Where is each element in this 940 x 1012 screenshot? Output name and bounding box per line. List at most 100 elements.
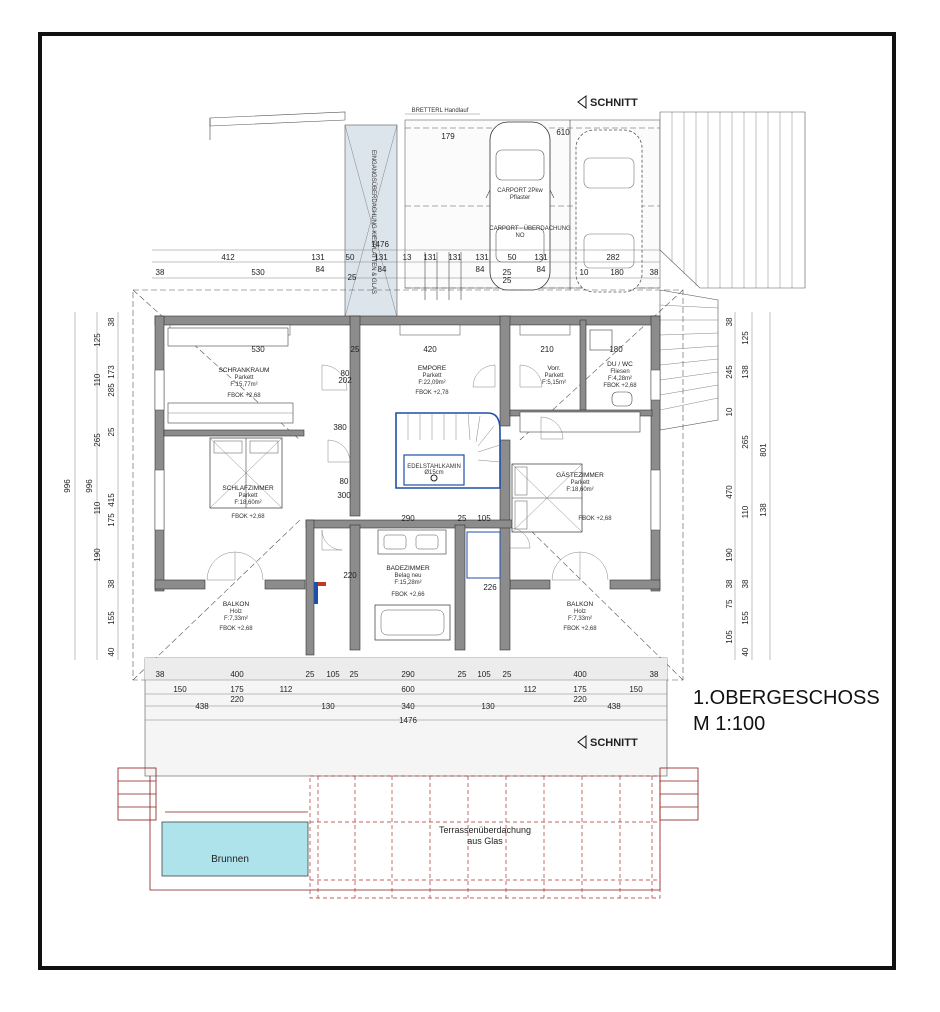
dim-top-5: 13 — [403, 253, 412, 262]
dim-top-r2-8: 10 — [580, 268, 589, 277]
dim-right-b1: 138 — [741, 365, 750, 379]
carport-area: CARPORT 2Pkw Pflaster CARPORT - ÜBERDACH… — [404, 95, 661, 293]
dim-right-a5: 265 — [741, 435, 750, 449]
dim-left-b5: 175 — [107, 513, 116, 527]
dim-bot-r1-1: 38 — [156, 670, 165, 679]
dim-top-r2-10: 38 — [650, 268, 659, 277]
dimensions-inner: 530 420 210 180 290 25 105 380 80 300 80… — [251, 345, 623, 592]
section-marker-bottom: SCHNITT — [577, 735, 638, 749]
door-swings — [206, 364, 609, 581]
room-schlafzimmer-floor: Parkett — [238, 493, 257, 499]
dim-inner-empore: 420 — [423, 345, 437, 354]
bed-icon — [209, 437, 283, 509]
carport-roof-note: NO — [516, 233, 525, 239]
room-bad-area: F:15,28m² — [394, 580, 421, 586]
room-vorr-floor: Parkett — [544, 373, 563, 379]
dim-inner-door-d: 220 — [343, 571, 357, 580]
dim-inner-bad: 290 — [401, 514, 415, 523]
dim-top-r2-7: 84 — [537, 265, 546, 274]
room-bad-name: BADEZIMMER — [386, 565, 430, 572]
fountain — [161, 821, 309, 877]
dim-top-1: 412 — [221, 253, 235, 262]
bath-fixtures — [314, 329, 633, 641]
dim-right-a1: 38 — [725, 317, 734, 326]
room-gaestezimmer-floor: Parkett — [570, 480, 589, 486]
roof-edge — [209, 111, 346, 127]
dim-carport-1: 179 — [441, 132, 455, 141]
staircase: EDELSTAHLKAMIN Ø15cm — [395, 412, 501, 489]
carport-label: CARPORT 2Pkw — [497, 188, 543, 194]
room-vorr-area: F:5,15m² — [542, 380, 566, 386]
dim-right-a11: 155 — [741, 611, 750, 625]
dim-bot-r2-3: 112 — [280, 685, 293, 694]
canopy-label: EINGANGSÜBERDACHUNG KIESPLATTEN & GLAS — [370, 150, 377, 294]
carport-floor: Pflaster — [510, 195, 530, 201]
dim-top-6: 131 — [423, 253, 437, 262]
dim-top-10: 131 — [534, 253, 548, 262]
dim-left-b3: 25 — [107, 427, 116, 436]
dim-right-a13: 40 — [741, 647, 750, 656]
dim-bot-r2-1: 150 — [173, 685, 187, 694]
dim-inner-bad-b: 105 — [477, 514, 491, 523]
dim-carport-2: 610 — [556, 128, 570, 137]
dim-top-4: 131 — [374, 253, 388, 262]
dim-left-a3: 110 — [93, 373, 102, 386]
dim-right-a8: 190 — [725, 548, 734, 562]
dim-inner-corr-h: 380 — [333, 423, 347, 432]
room-empore-floor: Parkett — [422, 373, 441, 379]
dim-bot-r4-1: 438 — [195, 702, 209, 711]
dim-top-r2-1: 38 — [156, 268, 165, 277]
dim-left-b2: 285 — [107, 383, 116, 397]
dim-bot-r1-4: 105 — [326, 670, 340, 679]
dim-top-r2-2: 530 — [251, 268, 265, 277]
dim-left-a6: 190 — [93, 548, 102, 562]
bed-icon — [511, 463, 583, 533]
room-empore-name: EMPORE — [418, 365, 447, 372]
dim-left-a1: 38 — [107, 317, 116, 326]
dim-bot-r1-3: 25 — [306, 670, 315, 679]
room-bad-floor: Belag neu — [394, 573, 421, 579]
room-schlafzimmer-name: SCHLAFZIMMER — [222, 485, 274, 492]
dimensions-left: 996 996 38 125 110 265 110 190 38 155 40… — [63, 312, 119, 660]
dim-left-b4: 415 — [107, 493, 116, 507]
dim-right-a3: 245 — [725, 365, 734, 379]
dim-left-b1: 173 — [107, 365, 116, 379]
dimensions-right: 801 38 125 245 10 265 470 110 190 38 75 … — [725, 312, 771, 660]
dim-bot-r3-1: 220 — [230, 695, 244, 704]
dim-top-r2-9: 180 — [610, 268, 624, 277]
dim-right-a12: 105 — [725, 630, 734, 644]
dim-top-r2-3: 84 — [316, 265, 325, 274]
dim-bot-r4-4: 130 — [481, 702, 495, 711]
stair-deck-right — [659, 111, 806, 431]
walls — [154, 315, 661, 656]
room-duwc-name: DU / WC — [607, 361, 633, 368]
room-balkon-right-height: FBOK +2,68 — [563, 626, 597, 632]
room-gaestezimmer-area: F:18,60m² — [566, 487, 593, 493]
carport-roof-label: CARPORT - ÜBERDACHUNG — [489, 225, 571, 232]
dim-inner-du: 180 — [609, 345, 623, 354]
dim-right-b2: 138 — [759, 503, 768, 517]
dim-right-a9: 38 — [725, 579, 734, 588]
dim-bot-r1-9: 25 — [503, 670, 512, 679]
entrance-canopy: EINGANGSÜBERDACHUNG KIESPLATTEN & GLAS — [344, 124, 398, 318]
dim-bot-r1-2: 400 — [230, 670, 244, 679]
lower-terrace: Brunnen Terrassenüberdachung aus Glas — [117, 767, 699, 899]
room-schlafzimmer-area: F:18,60m² — [234, 500, 261, 506]
chimney-size: Ø15cm — [424, 470, 443, 476]
dim-top-r2-5: 84 — [476, 265, 485, 274]
dim-right-a6: 470 — [725, 485, 734, 499]
dim-top-7: 131 — [448, 253, 462, 262]
dim-right-b3: 38 — [741, 579, 750, 588]
dim-left-a5: 110 — [93, 501, 102, 514]
dim-top-3: 50 — [346, 253, 355, 262]
dim-top-r2-4: 84 — [378, 265, 387, 274]
room-schrankraum-height: FBOK +2,68 — [227, 393, 261, 399]
dim-left-mid: 996 — [85, 479, 94, 493]
drawing-title: 1.OBERGESCHOSS — [693, 687, 880, 709]
section-label-bottom: SCHNITT — [590, 737, 638, 749]
fountain-label: Brunnen — [211, 854, 249, 865]
glass-canopy — [309, 775, 661, 899]
room-schrankraum-floor: Parkett — [234, 375, 253, 381]
drawing-scale: M 1:100 — [693, 713, 765, 735]
dim-bot-r3-2: 220 — [573, 695, 587, 704]
